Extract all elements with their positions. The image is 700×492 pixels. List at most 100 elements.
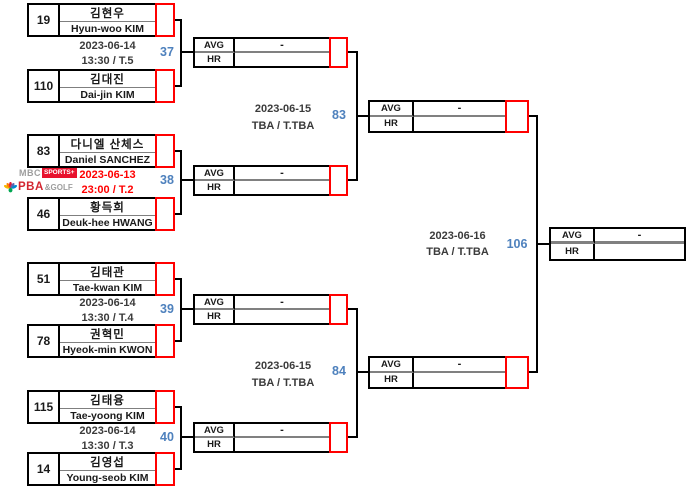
player-seed: 14 (29, 454, 60, 484)
connector-line (348, 436, 358, 438)
player-names: 김태융 Tae-yoong KIM (60, 392, 155, 422)
stats-box: AVG - HR (193, 37, 331, 68)
player-name-en: Deuk-hee HWANG (62, 216, 153, 229)
player-seed: 83 (29, 136, 60, 166)
winner-slot (505, 356, 529, 389)
match-number: 40 (160, 430, 174, 444)
connector-line (536, 115, 538, 373)
connector-line (182, 51, 193, 53)
match-time: 13:30 / T.3 (81, 440, 134, 452)
connector-line (538, 243, 549, 245)
match-date: 2023-06-14 (79, 40, 136, 52)
hr-label: HR (195, 438, 235, 451)
winner-slot (505, 100, 529, 133)
connector-line (173, 150, 182, 152)
player-names: 김현우 Hyun-woo KIM (60, 5, 155, 35)
player-seed: 51 (29, 264, 60, 294)
player-box: 46 황득희 Deuk-hee HWANG (27, 197, 157, 231)
connector-line (173, 340, 182, 342)
hr-value (235, 310, 329, 323)
player-seed: 115 (29, 392, 60, 422)
match-info: 2023-06-13 23:00 / T.2 (40, 168, 175, 198)
player-name-en: Tae-yoong KIM (70, 409, 145, 422)
mbc-sports-logo: MBC SPORTS+ (19, 168, 77, 178)
match-info: 2023-06-15 TBA / T.TBA (228, 101, 338, 135)
player-seed: 110 (29, 71, 60, 101)
winner-slot (329, 294, 348, 325)
match-info: 2023-06-14 13:30 / T.3 (40, 424, 175, 454)
connector-line (182, 436, 193, 438)
match-time: TBA / T.TBA (426, 246, 489, 258)
player-box: 83 다니엘 산체스 Daniel SANCHEZ (27, 134, 157, 168)
avg-label: AVG (195, 296, 235, 310)
stats-box: AVG - HR (193, 422, 331, 453)
avg-value: - (414, 358, 505, 373)
avg-value: - (235, 424, 329, 438)
match-date: 2023-06-16 (429, 230, 486, 242)
hr-label: HR (195, 53, 235, 66)
hr-value (235, 181, 329, 194)
player-box: 115 김태융 Tae-yoong KIM (27, 390, 157, 424)
match-info: 2023-06-16 TBA / T.TBA (405, 228, 510, 260)
avg-label: AVG (551, 229, 595, 244)
match-date: 2023-06-13 (79, 169, 136, 181)
connector-line (182, 308, 193, 310)
winner-slot (329, 37, 348, 68)
match-number: 84 (332, 364, 346, 378)
stats-box: AVG - HR (368, 100, 507, 133)
avg-value: - (235, 167, 329, 181)
player-name-en: Tae-kwan KIM (72, 281, 143, 294)
connector-line (358, 371, 368, 373)
player-name-kr: 황득희 (60, 199, 155, 216)
winner-slot (155, 69, 175, 103)
connector-line (529, 371, 538, 373)
avg-value: - (235, 39, 329, 53)
player-box: 78 권혁민 Hyeok-min KWON (27, 324, 157, 358)
connector-line (182, 179, 193, 181)
connector-line (348, 308, 358, 310)
pba-golf-logo: PBA &GOLF (4, 181, 73, 193)
player-name-en: Daniel SANCHEZ (64, 153, 151, 166)
hr-label: HR (195, 181, 235, 194)
hr-label: HR (551, 244, 595, 259)
match-info: 2023-06-14 13:30 / T.4 (40, 296, 175, 326)
winner-slot (155, 324, 175, 358)
player-seed: 78 (29, 326, 60, 356)
avg-label: AVG (370, 102, 414, 117)
match-number: 39 (160, 302, 174, 316)
match-number: 37 (160, 45, 174, 59)
avg-label: AVG (195, 167, 235, 181)
player-box: 19 김현우 Hyun-woo KIM (27, 3, 157, 37)
connector-line (356, 308, 358, 438)
connector-line (173, 468, 182, 470)
sports-plus-badge: SPORTS+ (42, 168, 77, 178)
player-names: 다니엘 산체스 Daniel SANCHEZ (60, 136, 155, 166)
player-seed: 19 (29, 5, 60, 35)
peacock-icon (4, 181, 17, 192)
hr-label: HR (370, 372, 414, 387)
connector-line (529, 115, 538, 117)
winner-slot (155, 262, 175, 296)
avg-value: - (235, 296, 329, 310)
winner-slot (155, 390, 175, 424)
player-name-kr: 김현우 (60, 5, 155, 22)
player-name-en: Young-seob KIM (66, 471, 149, 484)
stats-box: AVG - HR (193, 165, 331, 196)
match-info: 2023-06-15 TBA / T.TBA (228, 358, 338, 392)
winner-slot (155, 134, 175, 168)
stats-box: AVG - HR (368, 356, 507, 389)
connector-line (348, 179, 358, 181)
player-name-kr: 다니엘 산체스 (60, 136, 155, 153)
hr-value (235, 438, 329, 451)
player-names: 김태관 Tae-kwan KIM (60, 264, 155, 294)
match-date: 2023-06-15 (254, 103, 312, 115)
winner-slot (329, 165, 348, 196)
player-name-en: Dai-jin KIM (80, 88, 135, 101)
player-names: 김영섭 Young-seob KIM (60, 454, 155, 484)
hr-label: HR (195, 310, 235, 323)
connector-line (180, 278, 182, 342)
stats-box: AVG - HR (549, 227, 686, 261)
match-time: 13:30 / T.5 (81, 55, 134, 67)
hr-value (414, 373, 505, 388)
